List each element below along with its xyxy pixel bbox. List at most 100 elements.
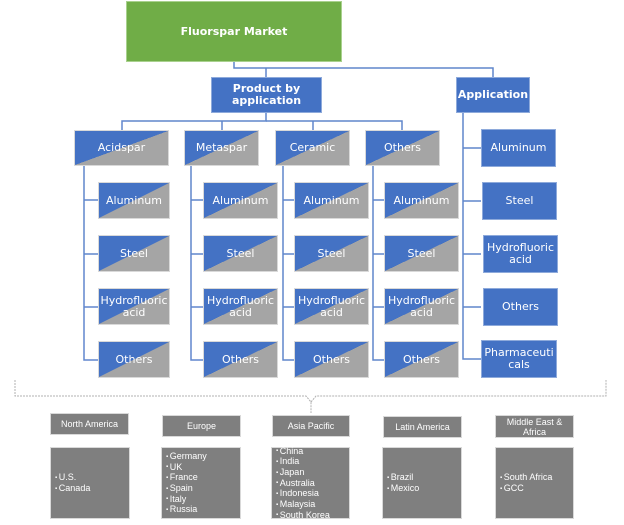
metaspar-child-hydrofluoric-acid: Hydrofluoric acid — [203, 288, 278, 325]
metaspar-child-aluminum: Aluminum — [203, 182, 278, 219]
others-child-aluminum: Aluminum — [384, 182, 459, 219]
node-product-by-application: Product by application — [211, 77, 322, 113]
child-label: Others — [115, 352, 153, 366]
ceramic-child-aluminum: Aluminum — [294, 182, 369, 219]
country-item: India — [276, 456, 330, 467]
connector-metaspar-children — [190, 166, 203, 361]
metaspar-child-steel: Steel — [203, 235, 278, 272]
node-others-product: Others — [365, 130, 440, 166]
region-countries-asia-pacific: ChinaIndiaJapanAustraliaIndonesiaMalaysi… — [271, 446, 350, 520]
country-item: Japan — [276, 467, 330, 478]
region-header-north-america: North America — [50, 413, 129, 435]
country-item: Germany — [166, 451, 207, 462]
country-item: Indonesia — [276, 488, 330, 499]
region-label: Middle East & Africa — [506, 416, 563, 437]
others-product-label: Others — [384, 141, 421, 154]
region-brace — [14, 380, 607, 413]
child-label: Aluminum — [490, 141, 547, 154]
connector-ceramic-children — [282, 166, 294, 361]
region-countries-north-america: U.S.Canada — [50, 447, 130, 519]
country-item: GCC — [500, 483, 552, 494]
region-label: North America — [60, 419, 119, 429]
country-item: Spain — [166, 483, 207, 494]
country-item: South Korea — [276, 510, 330, 521]
root-label: Fluorspar Market — [180, 25, 288, 38]
child-label: Hydrofluoric acid — [100, 293, 168, 319]
child-label: Steel — [505, 194, 534, 207]
country-item: Mexico — [387, 483, 420, 494]
ceramic-child-hydrofluoric-acid: Hydrofluoric acid — [294, 288, 369, 325]
connector-application-children — [462, 113, 481, 360]
region-header-latin-america: Latin America — [383, 416, 462, 438]
child-label: Steel — [407, 246, 436, 260]
region-label: Latin America — [395, 422, 450, 432]
country-list: GermanyUKFranceSpainItalyRussia — [166, 451, 207, 515]
child-label: Aluminum — [393, 193, 450, 207]
child-label: Others — [502, 300, 539, 313]
metaspar-label: Metaspar — [195, 141, 248, 154]
acidspar-child-aluminum: Aluminum — [98, 182, 170, 219]
root-node-fluorspar-market: Fluorspar Market — [126, 1, 342, 62]
country-list: U.S.Canada — [55, 472, 91, 494]
metaspar-child-others: Others — [203, 341, 278, 378]
application-child-others: Others — [483, 288, 558, 326]
ceramic-child-steel: Steel — [294, 235, 369, 272]
connector-root-application — [233, 62, 494, 77]
child-label: Aluminum — [212, 193, 269, 207]
region-label: Europe — [186, 421, 217, 431]
child-label: Others — [222, 352, 259, 366]
connector-product-acidspar — [121, 113, 267, 130]
ceramic-child-others: Others — [294, 341, 369, 378]
country-item: South Africa — [500, 472, 553, 483]
connector-product-others — [266, 120, 403, 130]
others-child-others: Others — [384, 341, 459, 378]
child-label: Others — [403, 352, 440, 366]
product-by-application-label: Product by application — [231, 82, 302, 107]
acidspar-child-steel: Steel — [98, 235, 170, 272]
child-label: Hydrofluoric acid — [387, 293, 456, 319]
others-child-hydrofluoric-acid: Hydrofluoric acid — [384, 288, 459, 325]
region-countries-middle-east-africa: South AfricaGCC — [495, 447, 574, 519]
node-application: Application — [456, 77, 530, 113]
acidspar-child-others: Others — [98, 341, 170, 378]
region-header-europe: Europe — [162, 415, 241, 437]
connector-others-children — [372, 166, 384, 361]
country-list: ChinaIndiaJapanAustraliaIndonesiaMalaysi… — [276, 446, 330, 520]
application-child-hydrofluoric-acid: Hydrofluoric acid — [483, 235, 558, 273]
country-item: Canada — [55, 483, 91, 494]
region-countries-latin-america: BrazilMexico — [382, 447, 462, 519]
region-header-middle-east-africa: Middle East & Africa — [495, 415, 574, 438]
application-child-pharmaceuticals: Pharmaceuticals — [481, 340, 557, 378]
acidspar-child-hydrofluoric-acid: Hydrofluoric acid — [98, 288, 170, 325]
country-item: U.S. — [55, 472, 90, 483]
node-acidspar: Acidspar — [74, 130, 169, 166]
others-child-steel: Steel — [384, 235, 459, 272]
child-label: Steel — [226, 246, 255, 260]
country-item: China — [276, 446, 330, 457]
ceramic-label: Ceramic — [289, 141, 336, 154]
child-label: Steel — [317, 246, 346, 260]
region-header-asia-pacific: Asia Pacific — [272, 415, 350, 437]
child-label: Pharmaceuticals — [484, 346, 554, 371]
child-label: Hydrofluoric acid — [486, 241, 555, 266]
child-label: Aluminum — [106, 193, 162, 207]
application-child-steel: Steel — [482, 182, 557, 220]
country-list: BrazilMexico — [387, 472, 420, 494]
country-item: Italy — [166, 494, 207, 505]
application-child-aluminum: Aluminum — [481, 129, 556, 167]
country-item: Malaysia — [276, 499, 330, 510]
child-label: Hydrofluoric acid — [206, 293, 275, 319]
application-label: Application — [457, 88, 529, 101]
country-item: Brazil — [387, 472, 419, 483]
node-ceramic: Ceramic — [275, 130, 350, 166]
child-label: Hydrofluoric acid — [297, 293, 366, 319]
region-countries-europe: GermanyUKFranceSpainItalyRussia — [161, 447, 241, 519]
child-label: Aluminum — [303, 193, 360, 207]
region-label: Asia Pacific — [287, 421, 335, 431]
country-item: Russia — [166, 504, 207, 515]
node-metaspar: Metaspar — [184, 130, 259, 166]
country-list: South AfricaGCC — [500, 472, 553, 494]
country-item: UK — [166, 462, 207, 473]
country-item: France — [166, 472, 207, 483]
